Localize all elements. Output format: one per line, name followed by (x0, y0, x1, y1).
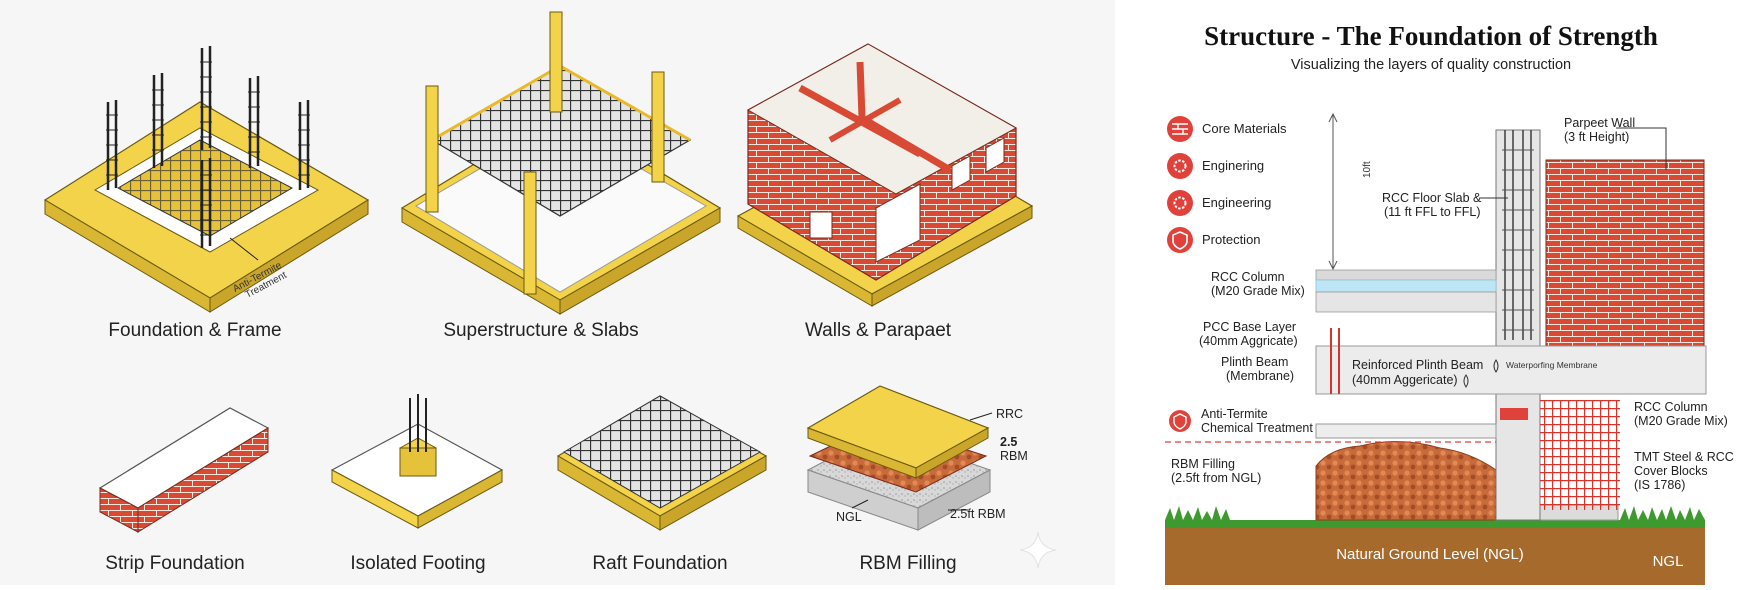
plinth-rebars (1330, 328, 1340, 394)
soil-layer (1165, 526, 1705, 585)
foundation-frame-illustration: Anti-Termite Treatment (43, 46, 370, 313)
tmt-steel-grid (1540, 400, 1620, 510)
rcc-column (1495, 129, 1541, 521)
floor-slab-base (1315, 291, 1497, 313)
legend-item-enginering: Enginering (1167, 153, 1264, 179)
raft-foundation-illustration (556, 395, 768, 531)
rbm-filling-illustration: RRC 2.5 RBM NGL 2.5ft RBM (806, 385, 1028, 531)
ngl-mark: NGL (1653, 553, 1684, 570)
caption-raft: Raft Foundation (592, 553, 727, 574)
label-plinth-sub: (Membrane) (1226, 369, 1294, 383)
grass-blades (1165, 506, 1705, 520)
right-panel: Structure - The Foundation of Strength V… (1115, 0, 1755, 585)
drop-icon (1463, 374, 1469, 388)
label-slab-sub: (11 ft FFL to FFL) (1384, 205, 1481, 219)
label-pcc-sub: (40mm Aggricate) (1199, 334, 1298, 348)
label-rcc-column-left: RCC Column (1211, 270, 1285, 284)
legend-item-core-materials: Core Materials (1167, 116, 1287, 142)
label-tmt-3: (IS 1786) (1634, 478, 1685, 492)
caption-isolated: Isolated Footing (350, 553, 485, 574)
label-rcc-column-left-sub: (M20 Grade Mix) (1211, 284, 1305, 298)
label-rcc-column-right: RCC Column (1634, 400, 1708, 414)
gear-icon (1167, 153, 1193, 179)
red-block (1500, 408, 1528, 420)
label-anti-termite-sub: Chemical Treatment (1201, 421, 1313, 435)
legend-item-protection: Protection (1167, 227, 1261, 253)
strip-foundation-illustration (98, 407, 270, 533)
label-parapet: Parpeet Wall (1564, 116, 1635, 130)
legend-label-enginering: Enginering (1202, 158, 1264, 173)
legend-label-core: Core Materials (1202, 121, 1287, 136)
page-title: Structure - The Foundation of Strength (1204, 21, 1658, 51)
caption-superstructure: Superstructure & Slabs (443, 320, 638, 341)
drop-icon (1493, 359, 1499, 373)
column-rebars (1504, 130, 1532, 340)
floor-slab-membrane (1315, 279, 1497, 293)
superstructure-illustration (400, 11, 722, 315)
isolated-footing-illustration (330, 394, 504, 529)
label-tmt-1: TMT Steel & RCC (1634, 450, 1734, 464)
label-reinforced-sub: (40mm Aggericate) (1352, 373, 1458, 387)
sparkle-icon (1019, 531, 1057, 569)
legend-label-protection: Protection (1202, 232, 1261, 247)
rbm-label-rrc: RRC (996, 407, 1023, 421)
plinth-beam (1315, 345, 1707, 395)
caption-strip: Strip Foundation (105, 553, 244, 574)
legend-item-engineering: Engineering (1167, 190, 1271, 216)
page-subtitle: Visualizing the layers of quality constr… (1291, 57, 1571, 73)
walls-illustration (736, 43, 1034, 307)
ngl-banner: Natural Ground Level (NGL) (1336, 546, 1524, 563)
grass-strip (1165, 520, 1705, 528)
rbm-label-ngl: NGL (836, 510, 862, 524)
left-panel: Anti-Termite Treatment Foundation & Fram… (43, 11, 1057, 574)
rbm-label-rbm: RBM (1000, 449, 1028, 463)
rbm-fill (1315, 441, 1497, 521)
label-anti-termite: Anti-Termite (1201, 407, 1268, 421)
label-waterproofing: Waterporfing Membrane (1506, 360, 1598, 370)
legend-label-engineering: Engineering (1202, 195, 1271, 210)
label-slab: RCC Floor Slab & (1382, 191, 1482, 205)
caption-walls: Walls & Parapaet (805, 320, 952, 341)
label-plinth: Plinth Beam (1221, 355, 1288, 369)
legend: Core Materials Enginering Engineering Pr… (1167, 116, 1287, 253)
parapet-wall (1545, 159, 1705, 347)
label-tmt-2: Cover Blocks (1634, 464, 1708, 478)
label-rbm: RBM Filling (1171, 457, 1235, 471)
caption-rbm: RBM Filling (859, 553, 956, 574)
floor-slab-top (1315, 269, 1497, 281)
shield-icon (1167, 227, 1193, 253)
height-label: 10ft (1362, 161, 1373, 178)
anti-termite-callout-line (229, 237, 259, 261)
label-parapet-sub: (3 ft Height) (1564, 130, 1629, 144)
anti-termite-layer (1315, 423, 1497, 439)
label-reinforced: Reinforced Plinth Beam (1352, 358, 1483, 372)
label-rcc-column-right-sub: (M20 Grade Mix) (1634, 414, 1728, 428)
rbm-label-2-5: 2.5 (1000, 435, 1017, 449)
shield-icon (1169, 410, 1191, 432)
gear-icon (1167, 190, 1193, 216)
caption-foundation-frame: Foundation & Frame (108, 320, 281, 341)
label-rbm-sub: (2.5ft from NGL) (1171, 471, 1261, 485)
label-pcc: PCC Base Layer (1203, 320, 1296, 334)
rbm-label-2-5ft: 2.5ft RBM (950, 507, 1006, 521)
